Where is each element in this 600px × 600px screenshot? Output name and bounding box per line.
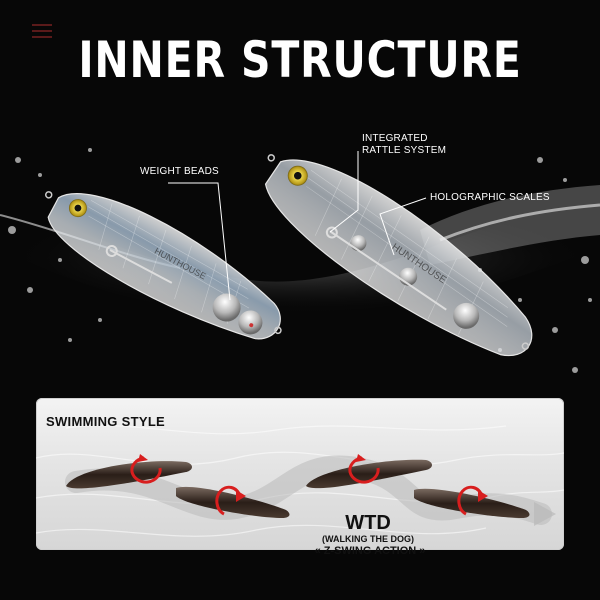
swimming-style-label: SWIMMING STYLE: [46, 414, 166, 429]
lure-eye: [68, 199, 87, 218]
callout-holographic-scales: HOLOGRAPHIC SCALES: [430, 192, 550, 203]
z-swing-action-text: Z-SWING ACTION: [323, 545, 417, 557]
lure-right: HUNTHOUSE: [264, 154, 533, 357]
swim-lure-1: [66, 454, 192, 489]
swim-lure-3: [306, 454, 432, 489]
swimming-style-panel: SWIMMING STYLE: [36, 398, 564, 550]
callout-lines: [168, 151, 427, 301]
chevron-left-icon: «: [314, 545, 321, 557]
swimming-illustration: [36, 425, 564, 537]
swim-lure-4: [414, 485, 530, 518]
swim-lure-2: [176, 485, 290, 518]
menu-icon[interactable]: [32, 24, 52, 38]
callout-rattle-line1: INTEGRATED: [362, 133, 428, 144]
weight-bead: [212, 293, 241, 322]
page-title: INNER STRUCTURE: [78, 31, 522, 89]
callout-weight-beads: WEIGHT BEADS: [140, 166, 219, 177]
weight-bead: [238, 310, 263, 335]
z-swing-action: « Z-SWING ACTION »: [284, 545, 456, 558]
lure-eye: [287, 165, 308, 186]
wtd-label: WTD: [345, 512, 391, 534]
chevron-right-icon: »: [419, 545, 426, 557]
callout-rattle-line2: RATTLE SYSTEM: [362, 145, 447, 156]
lure-left: HUNTHOUSE: [44, 191, 282, 340]
wtd-subtitle: (WALKING THE DOG): [322, 534, 414, 544]
weight-bead: [453, 302, 480, 329]
